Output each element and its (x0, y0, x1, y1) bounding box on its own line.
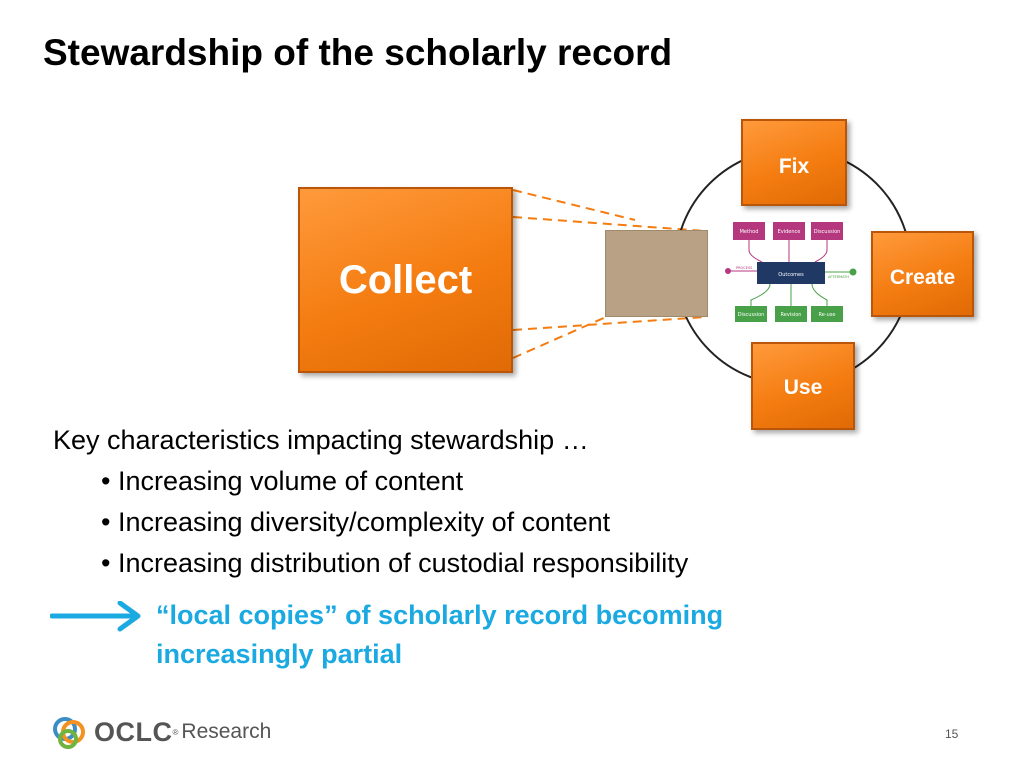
bullet-volume: • Increasing volume of content (101, 466, 464, 496)
logo-oclc-text: OCLC (94, 716, 173, 747)
inner-link-bottom (750, 283, 828, 306)
body-text: Key characteristics impacting stewardshi… (53, 420, 688, 584)
inner-box-evidence (773, 222, 805, 240)
inner-box-method-label: Method (740, 229, 759, 235)
slide-title: Stewardship of the scholarly record (43, 32, 673, 73)
create-box: Create (871, 231, 974, 317)
zoom-source-box (605, 230, 708, 317)
inner-box-outcomes (757, 262, 825, 284)
bullet-diversity: • Increasing diversity/complexity of con… (101, 507, 611, 537)
inner-box-reuse-label: Re-use (819, 312, 836, 318)
inner-box-discussion-bottom (735, 306, 767, 322)
logo-research-text: Research (181, 720, 272, 743)
collect-label: Collect (338, 257, 473, 302)
body-lead: Key characteristics impacting stewardshi… (53, 425, 589, 455)
inner-box-method (733, 222, 765, 240)
use-box: Use (751, 342, 855, 430)
inner-link-top (748, 240, 828, 263)
connector-dash-bottom-2 (512, 316, 607, 359)
inner-tag-aftermath: AFTERMATH (828, 275, 849, 279)
inner-box-discussion-bottom-label: Discussion (738, 312, 765, 318)
inner-box-revision-label: Revision (781, 312, 802, 318)
inner-box-outcomes-label: Outcomes (778, 272, 804, 278)
inner-tag-process: PROCESS (736, 266, 753, 270)
callout-text: “local copies” of scholarly record becom… (156, 596, 723, 674)
oclc-swirl-icon (53, 717, 85, 749)
connector-dash-bottom (512, 316, 706, 331)
page-number: 15 (945, 727, 959, 741)
inner-node-right (849, 268, 857, 276)
inner-diagram: Method Evidence Discussion Outcomes PROC… (725, 222, 857, 322)
logo-registered-mark: ® (172, 727, 179, 737)
fix-box: Fix (741, 119, 847, 206)
right-arrow-icon (50, 601, 141, 632)
fix-label: Fix (778, 155, 810, 178)
callout-line-2: increasingly partial (156, 639, 403, 669)
use-label: Use (783, 376, 823, 399)
collect-box: Collect (298, 187, 513, 373)
oclc-research-logo: OCLC ® Research (50, 712, 271, 752)
bullet-distribution: • Increasing distribution of custodial r… (101, 548, 689, 578)
create-label: Create (889, 266, 956, 289)
inner-node-left (725, 268, 731, 274)
inner-box-discussion-top-label: Discussion (814, 229, 841, 235)
inner-box-reuse (811, 306, 843, 322)
connector-dash-top (512, 189, 636, 221)
inner-box-revision (775, 306, 807, 322)
connector-dash-top-2 (512, 216, 706, 232)
inner-box-discussion-top (811, 222, 843, 240)
callout-line-1: “local copies” of scholarly record becom… (156, 600, 724, 630)
inner-box-evidence-label: Evidence (778, 229, 801, 235)
